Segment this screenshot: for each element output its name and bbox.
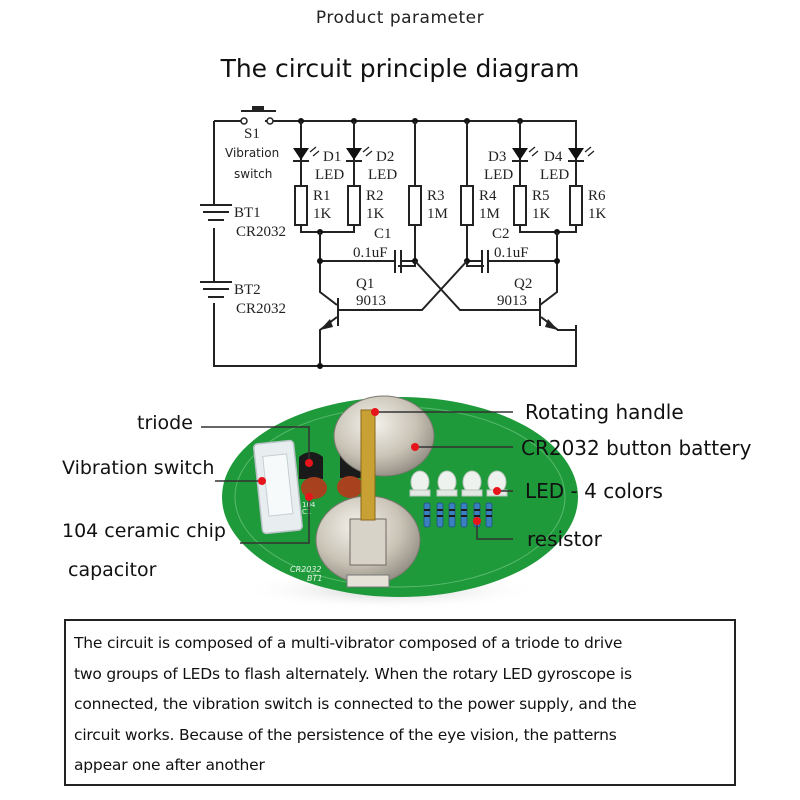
callout-led-colors: LED - 4 colors (525, 479, 663, 503)
r4-ref: R4 (479, 188, 497, 204)
resistor-value: 1K (366, 206, 385, 222)
resistor-r3: R3 1M (398, 121, 448, 267)
page-title: The circuit principle diagram (220, 54, 580, 83)
description-line: The circuit is composed of a multi-vibra… (74, 634, 623, 652)
resistor-r4: R4 1M (460, 121, 500, 267)
r3-value: 1M (427, 206, 448, 222)
c1-value: 0.1uF (353, 245, 388, 261)
bt2-value: CR2032 (236, 301, 286, 317)
q2-ref: Q2 (514, 276, 532, 292)
resistor-ref: R6 (588, 188, 606, 204)
resistor-ref: R2 (366, 188, 384, 204)
description-line: two groups of LEDs to flash alternately.… (74, 664, 632, 683)
silk-bt1: BT1 (307, 574, 322, 583)
callout-markers (258, 408, 501, 525)
description-line: circuit works. Because of the persistenc… (74, 725, 617, 744)
r3-ref: R3 (427, 188, 445, 204)
switch-s1: S1 Vibration switch (225, 106, 279, 181)
resistor-value: 1K (532, 206, 551, 222)
s1-ref: S1 (244, 126, 260, 142)
vibration-switch-part (253, 439, 303, 535)
callout-marker-dot (305, 459, 313, 467)
callout-marker-dot (473, 517, 481, 525)
callout-marker-dot (371, 408, 379, 416)
resistor-symbol (347, 185, 361, 226)
description-line: connected, the vibration switch is conne… (74, 695, 637, 713)
led-symbol-icon (512, 148, 528, 160)
battery-bt1: BT1 CR2032 (200, 204, 286, 240)
resistor-value: 1K (588, 206, 607, 222)
capacitor-c2: C2 0.1uF (464, 226, 560, 273)
c2-value: 0.1uF (494, 245, 529, 261)
resistor-ref: R1 (313, 188, 331, 204)
callout-resistor: resistor (527, 527, 602, 551)
callout-button-battery: CR2032 button battery (521, 436, 752, 460)
callout-ceramic-capacitor-line1: 104 ceramic chip (62, 520, 226, 542)
led-ref: D2 (376, 149, 394, 165)
rotating-handle-part (360, 409, 376, 521)
led-symbol-icon (568, 148, 584, 160)
q2-value: 9013 (497, 293, 527, 309)
led-ref: D3 (488, 149, 506, 165)
q1-value: 9013 (356, 293, 386, 309)
callout-marker-dot (305, 493, 313, 501)
led-value: LED (484, 167, 513, 183)
capacitor-c1: C1 0.1uF (317, 226, 418, 273)
page-subtitle: Product parameter (315, 8, 485, 28)
q1-ref: Q1 (356, 276, 374, 292)
callout-marker-dot (411, 443, 419, 451)
bt2-ref: BT2 (234, 282, 261, 298)
r4-value: 1M (479, 206, 500, 222)
bt1-value: CR2032 (236, 224, 286, 240)
resistor-symbol (513, 185, 527, 226)
description-line: appear one after another (74, 756, 265, 774)
callout-vibration-switch: Vibration switch (62, 457, 215, 479)
description-box: The circuit is composed of a multi-vibra… (64, 619, 736, 786)
transistor-q1: Q1 9013 (319, 276, 386, 366)
s1-desc1: Vibration (225, 146, 279, 160)
led-value: LED (368, 167, 397, 183)
callout-triode: triode (137, 412, 193, 434)
led-ref: D4 (544, 149, 563, 165)
resistor-value: 1K (313, 206, 332, 222)
led-symbol-icon (293, 148, 309, 160)
led-value: LED (540, 167, 569, 183)
s1-desc2: switch (234, 167, 272, 181)
led-value: LED (315, 167, 344, 183)
callout-rotating-handle: Rotating handle (525, 400, 684, 424)
c2-ref: C2 (492, 226, 510, 242)
callout-ceramic-capacitor-line2: capacitor (68, 559, 157, 581)
resistor-ref: R5 (532, 188, 550, 204)
silk-cr2032: CR2032 (290, 565, 322, 574)
battery-holders (315, 395, 435, 588)
silk-c1: C1 (302, 508, 311, 516)
led-symbol-icon (346, 148, 362, 160)
resistor-symbol (294, 185, 308, 226)
resistor-symbol (569, 185, 583, 226)
callout-marker-dot (493, 487, 501, 495)
battery-bt2: BT2 CR2032 (200, 281, 286, 317)
led-ref: D1 (323, 149, 341, 165)
callout-marker-dot (258, 477, 266, 485)
bt1-ref: BT1 (234, 205, 261, 221)
c1-ref: C1 (374, 226, 392, 242)
